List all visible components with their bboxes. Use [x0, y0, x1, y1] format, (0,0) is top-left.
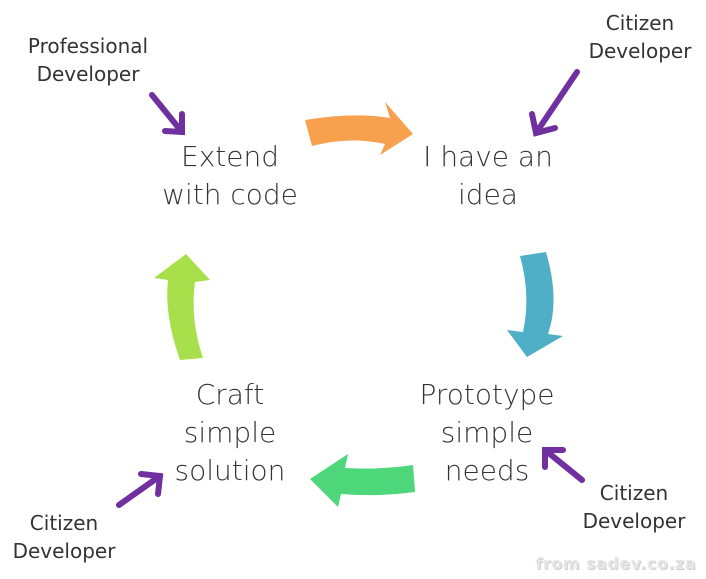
- role-citizen-developer-bottom-left: Citizen Developer: [6, 509, 122, 565]
- node-craft-line1: Craft: [195, 378, 265, 411]
- role-bottom-left-line2: Developer: [12, 539, 116, 563]
- pointer-top-right: [529, 69, 580, 137]
- node-prototype-line3: needs: [444, 454, 530, 487]
- role-bottom-right-line1: Citizen: [599, 481, 669, 505]
- node-idea-line1: I have an: [423, 140, 553, 173]
- node-craft-simple-solution: Craft simple solution: [150, 376, 310, 490]
- node-prototype-line2: simple: [440, 416, 534, 449]
- arrow-prototype-to-craft: [310, 454, 415, 507]
- pointer-top-left: [149, 92, 185, 136]
- node-extend-with-code: Extend with code: [150, 138, 310, 214]
- arrow-extend-to-idea: [305, 102, 413, 155]
- role-top-left-line2: Developer: [36, 62, 140, 86]
- role-bottom-left-line1: Citizen: [29, 511, 99, 535]
- pointer-bottom-right: [542, 447, 585, 483]
- node-i-have-an-idea: I have an idea: [408, 138, 568, 214]
- node-extend-line2: with code: [162, 178, 298, 211]
- pointer-bottom-left: [116, 471, 164, 508]
- role-top-left-line1: Professional: [27, 34, 149, 58]
- role-top-right-line2: Developer: [588, 39, 692, 63]
- role-professional-developer: Professional Developer: [18, 32, 158, 88]
- node-prototype-line1: Prototype: [419, 378, 555, 411]
- watermark: from sadev.co.za: [535, 554, 696, 573]
- node-craft-line3: solution: [174, 454, 286, 487]
- node-extend-line1: Extend: [181, 140, 279, 173]
- node-craft-line2: simple: [183, 416, 277, 449]
- node-idea-line2: idea: [458, 178, 518, 211]
- arrow-craft-to-extend: [154, 254, 210, 360]
- role-top-right-line1: Citizen: [605, 11, 675, 35]
- role-citizen-developer-top-right: Citizen Developer: [582, 9, 698, 65]
- arrow-idea-to-prototype: [507, 252, 563, 357]
- role-bottom-right-line2: Developer: [582, 509, 686, 533]
- role-citizen-developer-bottom-right: Citizen Developer: [576, 479, 692, 535]
- node-prototype-simple-needs: Prototype simple needs: [407, 376, 567, 490]
